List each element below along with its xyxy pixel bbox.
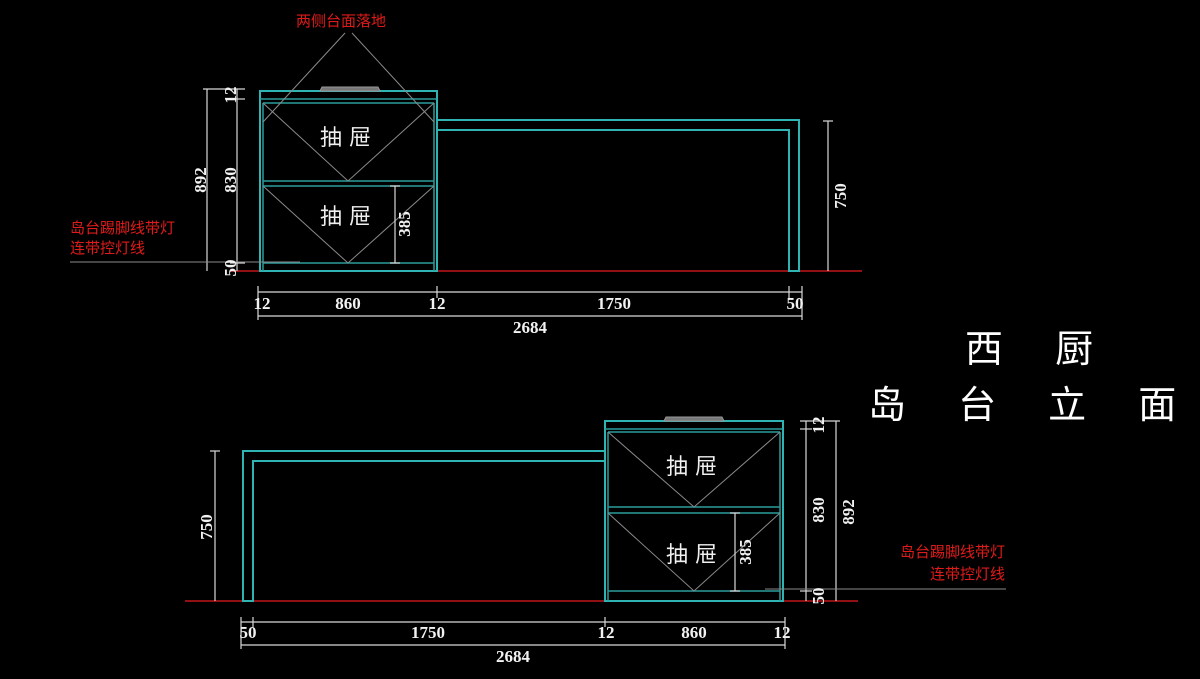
table-extension	[437, 119, 800, 272]
dim-h-1: 860	[335, 294, 361, 313]
note-kick-light-2: 连带控灯线	[930, 565, 1005, 583]
dim-50: 50	[809, 588, 828, 605]
cooktop	[663, 416, 725, 422]
drawer-mark-lower	[607, 512, 781, 592]
note-kick-light-1: 岛台踢脚线带灯	[900, 543, 1005, 561]
dim-892: 892	[839, 499, 858, 525]
leader-right	[351, 32, 435, 123]
title-line-2: 岛 台 立 面 图	[868, 383, 1200, 427]
dim-h-3: 860	[681, 623, 707, 642]
dim-385: 385	[395, 211, 414, 237]
dim-h-2: 12	[429, 294, 446, 313]
dim-h-4: 50	[787, 294, 804, 313]
dim-h-3: 1750	[597, 294, 631, 313]
dim-50: 50	[221, 260, 240, 277]
dim-overall: 2684	[513, 318, 548, 337]
note-kick-light-1: 岛台踢脚线带灯	[70, 219, 175, 237]
drawer-mark-upper	[607, 431, 781, 508]
dim-12: 12	[809, 417, 828, 434]
drawer-label-lower: 抽 屉	[320, 205, 371, 230]
dim-h-2: 12	[598, 623, 615, 642]
dim-h-4: 12	[774, 623, 791, 642]
dim-830: 830	[809, 497, 828, 523]
drawer-mark-upper	[262, 102, 435, 182]
dim-750: 750	[197, 514, 216, 540]
dim-h-1: 1750	[411, 623, 445, 642]
dim-830: 830	[221, 167, 240, 193]
drawer-label-upper: 抽 屉	[666, 455, 717, 480]
dim-385: 385	[736, 539, 755, 565]
table-extension	[242, 450, 605, 602]
dim-892: 892	[191, 167, 210, 193]
cooktop	[319, 86, 381, 92]
dim-750: 750	[831, 183, 850, 209]
title-line-1: 西 厨	[965, 327, 1113, 371]
dim-12: 12	[221, 87, 240, 104]
top-elevation: 两侧台面落地 抽 屉 抽 屉 岛台踢脚线带灯 连带控灯线 892 830 12 …	[70, 12, 862, 337]
dim-h-0: 50	[240, 623, 257, 642]
leader-left	[262, 32, 346, 123]
dim-h-0: 12	[254, 294, 271, 313]
note-kick-light-2: 连带控灯线	[70, 239, 145, 257]
note-countertop-floor: 两侧台面落地	[296, 12, 386, 30]
dim-overall: 2684	[496, 647, 531, 666]
drawer-label-lower: 抽 屉	[666, 543, 717, 568]
drawer-mark-lower	[262, 185, 435, 264]
cabinet-body	[604, 420, 784, 602]
bottom-elevation: 抽 屉 抽 屉 岛台踢脚线带灯 连带控灯线 385 830 12 50 892 …	[185, 416, 1006, 666]
drawer-label-upper: 抽 屉	[320, 126, 371, 151]
